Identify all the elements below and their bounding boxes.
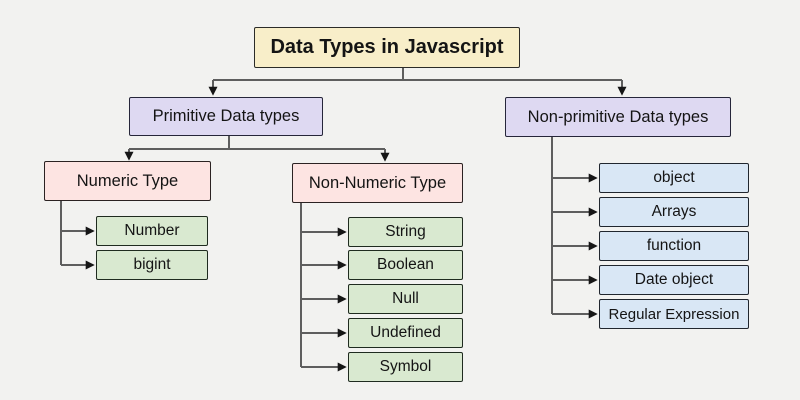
leaf-date-object: Date object <box>599 265 749 295</box>
edges-non-primitive-children <box>551 137 598 319</box>
node-non-numeric-type: Non-Numeric Type <box>292 163 463 203</box>
leaf-null: Null <box>348 284 463 314</box>
leaf-symbol: Symbol <box>348 352 463 382</box>
leaf-object: object <box>599 163 749 193</box>
leaf-number: Number <box>96 216 208 246</box>
leaf-boolean: Boolean <box>348 250 463 280</box>
leaf-arrays: Arrays <box>599 197 749 227</box>
edges-title-to-level1 <box>208 68 627 96</box>
edges-numeric-children <box>60 201 95 270</box>
node-title: Data Types in Javascript <box>254 27 520 68</box>
leaf-string: String <box>348 217 463 247</box>
edges-non-numeric-children <box>300 203 347 372</box>
node-non-primitive-data-types: Non-primitive Data types <box>505 97 731 137</box>
leaf-bigint: bigint <box>96 250 208 280</box>
leaf-function: function <box>599 231 749 261</box>
node-primitive-data-types: Primitive Data types <box>129 97 323 136</box>
node-numeric-type: Numeric Type <box>44 161 211 201</box>
edges-primitive-to-level2 <box>124 136 390 162</box>
leaf-regular-expression: Regular Expression <box>599 299 749 329</box>
leaf-undefined: Undefined <box>348 318 463 348</box>
